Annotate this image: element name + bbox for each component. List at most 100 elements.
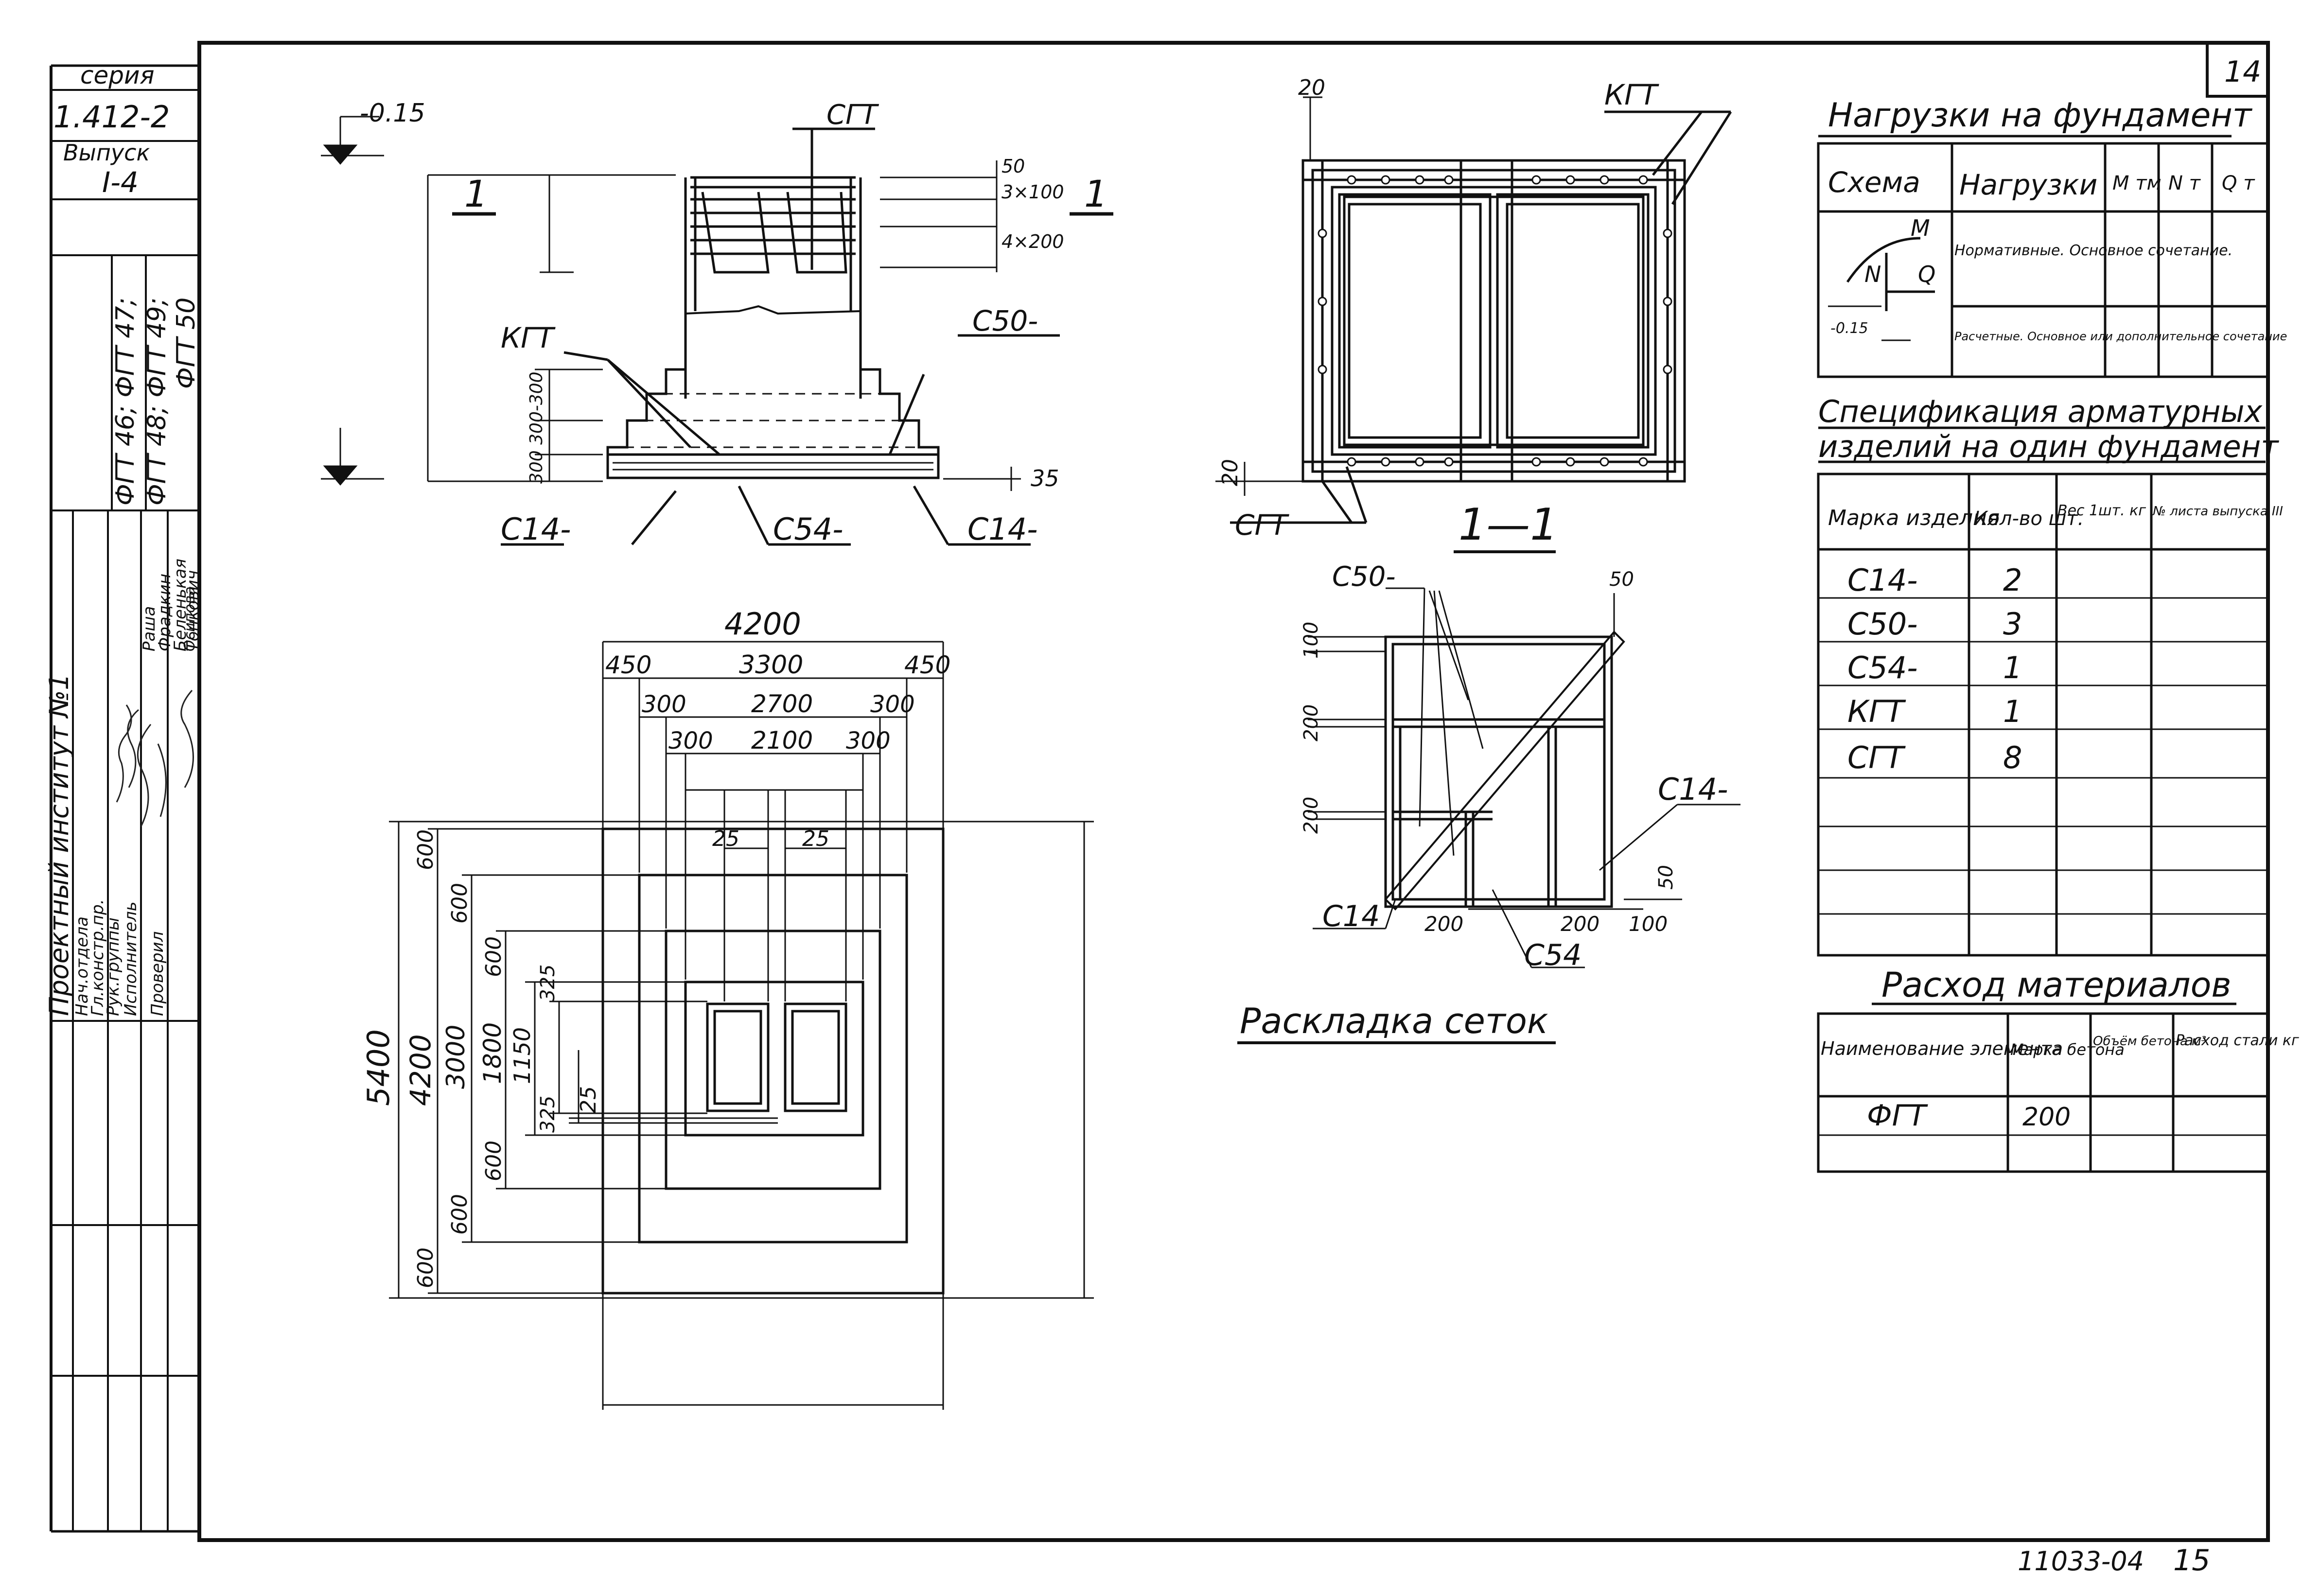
mesh-dim-right-50: 50 (1655, 865, 1677, 890)
stamp-role-5: Проверил (148, 931, 167, 1016)
spec-title-1: Спецификация арматурных (1818, 394, 2263, 429)
sheet-number: 14 (2224, 55, 2261, 89)
spec-row-4-qty: 1 (2003, 694, 2022, 729)
loads-scheme-m: M (1911, 215, 1930, 241)
spec-row-4-mark: КГТ (1847, 694, 1906, 729)
section-dim-50: 50 (1002, 156, 1025, 177)
document-code: 11033-04 (2018, 1546, 2144, 1577)
mesh-layout-title: Раскладка сеток (1240, 1000, 1548, 1041)
spec-row-2-mark: С50- (1847, 606, 1918, 642)
loads-header-scheme: Схема (1828, 166, 1920, 199)
plan-left-600-2: 600 (447, 883, 472, 924)
spec-row-1-qty: 2 (2003, 562, 2022, 598)
plan-left-1800: 1800 (478, 1022, 507, 1084)
plan-row3-right: 300 (870, 691, 915, 718)
mesh-dim-left-200b: 200 (1300, 797, 1322, 834)
mesh-label-c14-left: С14 (1322, 899, 1380, 933)
materials-title: Расход материалов (1881, 965, 2232, 1005)
mesh-dim-bottom-200a: 200 (1424, 912, 1463, 936)
section-label-c14-left: С14- (501, 511, 571, 547)
plan-row4-right: 300 (846, 727, 891, 754)
mesh-dim-left-100: 100 (1300, 622, 1322, 659)
plan-row3-mid: 2700 (751, 690, 813, 718)
spec-row-5-qty: 8 (2003, 740, 2022, 775)
loads-table (1817, 135, 2269, 378)
stamp-code-2: ФГТ 48; ФГТ 49; (142, 298, 172, 506)
spec-row-3-qty: 1 (2003, 650, 2022, 685)
plan-left-600-4: 600 (481, 1140, 506, 1181)
materials-table (1817, 1002, 2269, 1173)
plan-row3-left: 300 (642, 691, 686, 718)
section-elevation: -0.15 (360, 99, 425, 128)
spec-row-1-mark: С14- (1847, 562, 1918, 598)
signatures (116, 690, 194, 827)
mesh-dim-bottom-200b: 200 (1561, 912, 1599, 936)
stamp-role-4: Исполнитель (121, 901, 141, 1016)
plan-width-total: 4200 (724, 606, 801, 642)
stamp-code-3: ФГТ 50 (172, 298, 201, 389)
materials-row-grade: 200 (2022, 1103, 2071, 1132)
plan-left-outer: 5400 (361, 1029, 396, 1106)
section-label-c50: С50- (972, 304, 1038, 337)
spec-title-2: изделий на один фундамент (1818, 429, 2279, 464)
loads-scheme-elev: -0.15 (1830, 320, 1868, 337)
stamp-name-1: Раша (140, 606, 159, 651)
materials-header-steel: Расход стали кг (2176, 1032, 2299, 1049)
section-1-1-dim-top: 20 (1298, 75, 1325, 100)
mesh-dim-top-50: 50 (1609, 568, 1634, 591)
section-view (321, 116, 1113, 546)
plan-left-600-3: 600 (481, 936, 506, 977)
plan-row5-right: 25 (802, 826, 829, 851)
spec-header-weight: Вес 1шт. кг (2057, 502, 2146, 519)
loads-scheme-n: N (1864, 261, 1881, 287)
page-number: 15 (2173, 1543, 2210, 1578)
plan-row2-mid: 3300 (739, 650, 803, 680)
plan-left-3000: 3000 (441, 1025, 471, 1089)
loads-table-title: Нагрузки на фундамент (1828, 96, 2253, 135)
section-dim-4x200: 4×200 (1002, 231, 1064, 252)
loads-header-m: M тм (2112, 172, 2162, 194)
mesh-label-c54: С54 (1524, 938, 1582, 972)
plan-left-325-2: 325 (537, 1096, 559, 1133)
plan-view (389, 641, 1094, 1410)
plan-left-600-5: 600 (447, 1194, 472, 1235)
loads-row-normative: Нормативные. Основное сочетание. (1954, 242, 2232, 259)
stamp-institute: Проектный институт №1 (44, 673, 74, 1016)
loads-row-design: Расчетные. Основное или дополнительное с… (1954, 330, 2287, 343)
spec-row-3-mark: С54- (1847, 650, 1918, 685)
materials-row-name: ФГТ (1867, 1099, 1928, 1133)
issue-label: Выпуск (63, 140, 150, 166)
mesh-label-c50: С50- (1332, 561, 1396, 593)
spec-table (1817, 426, 2269, 957)
stamp-name-4: Осипова (181, 586, 198, 651)
section-mark-left: 1 (464, 172, 488, 215)
section-label-sgt: СГТ (826, 99, 879, 131)
series-label: серия (80, 61, 155, 89)
plan-row4-left: 300 (668, 727, 713, 754)
stamp-name-3: Беленькая (171, 559, 190, 651)
title-block: серия 1.412-2 Выпуск I-4 ФГТ 46; ФГТ 47;… (44, 61, 203, 1531)
section-1-1-label-kgt: КГТ (1604, 78, 1659, 111)
plan-row2-right: 450 (904, 651, 950, 679)
section-1-1-dim-left: 20 (1218, 459, 1243, 486)
section-dim-left: 300 300-300 (527, 371, 546, 484)
section-label-c14-right: С14- (967, 511, 1038, 547)
plan-row4-mid: 2100 (751, 726, 813, 754)
mesh-label-c14-right: С14- (1658, 772, 1728, 807)
loads-scheme-q: Q (1918, 261, 1935, 287)
spec-header-mark: Марка изделия (1828, 506, 2000, 530)
stamp-code-1: ФГТ 46; ФГТ 47; (111, 298, 140, 506)
stamp-role-3: Рук.группы (104, 917, 123, 1016)
materials-header-grade: Марка бетона (2010, 1040, 2125, 1059)
plan-row5-left: 25 (712, 826, 739, 851)
stamp-name-2: Фрадкин (155, 574, 175, 651)
stamp-role-2: Гл.констр.пр. (88, 899, 107, 1016)
loads-header-q: Q т (2222, 172, 2255, 194)
plan-left-1150: 1150 (509, 1027, 535, 1084)
section-label-c54: С54- (773, 511, 844, 547)
loads-header-n: N т (2168, 172, 2201, 194)
spec-row-5-mark: СГТ (1847, 740, 1906, 775)
materials-header-volume: Объём бетона м³ (2093, 1034, 2206, 1049)
section-1-1-label-sgt: СГТ (1235, 509, 1290, 542)
